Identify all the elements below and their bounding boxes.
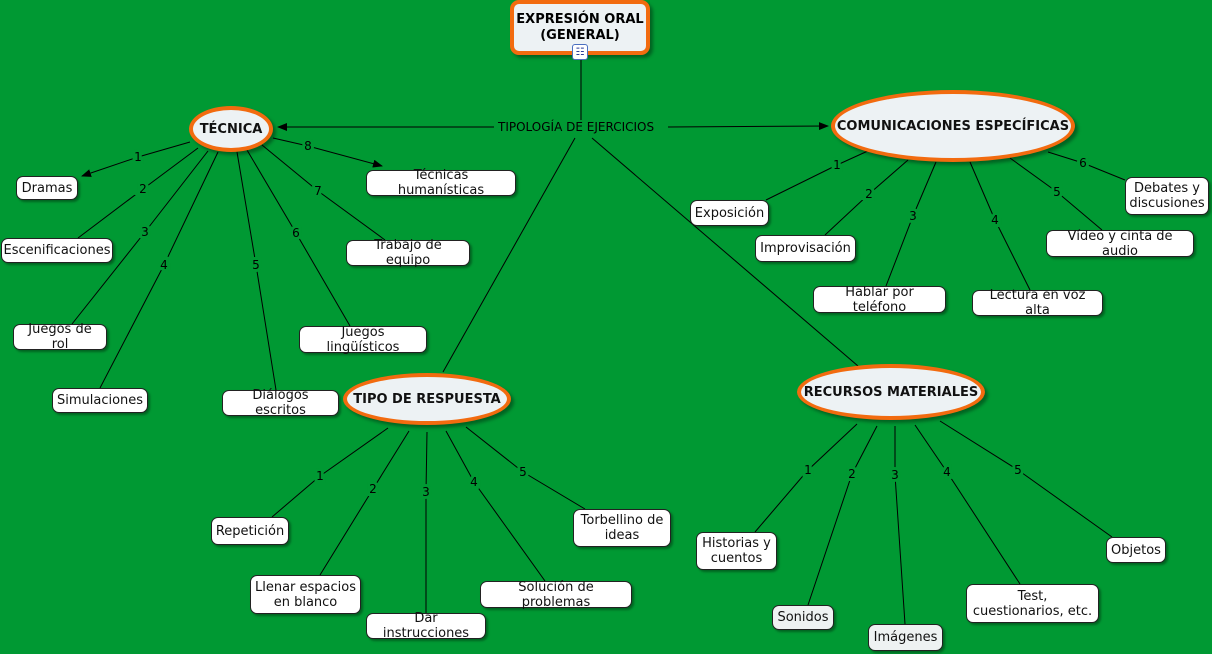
link-line-torbellino-de-ideas (465, 426, 586, 510)
link-number: 2 (848, 467, 856, 481)
link-line-dar-instrucciones (425, 431, 428, 613)
link-number: 3 (422, 485, 430, 499)
link-number: 3 (141, 225, 149, 239)
root-concept-expresion-oral[interactable]: EXPRESIÓN ORAL(GENERAL) (510, 0, 650, 55)
link-number: 6 (1079, 156, 1087, 170)
concept-vi-deo-y-cinta-de-audio[interactable]: Vídeo y cinta de audio (1046, 229, 1194, 259)
concept-repeticio-n[interactable]: Repetición (211, 517, 289, 545)
link-line-vi-deo-y-cinta-de-audio (1009, 157, 1103, 231)
concept-dramas[interactable]: Dramas (16, 176, 78, 200)
link-number: 5 (1053, 185, 1061, 199)
link-number: 3 (891, 468, 899, 482)
link-line-dramas (81, 141, 191, 177)
concept-hablar-por-tele-fono[interactable]: Hablar por teléfono (813, 285, 946, 315)
link-number: 2 (865, 187, 873, 201)
link-line-trabajo-de-equipo (261, 144, 386, 241)
link-line-debates-y-discusiones (1047, 151, 1126, 181)
concept-dar-instrucciones[interactable]: Dar instrucciones (366, 611, 486, 641)
concept-juegos-lingu-i-sticos[interactable]: Juegos lingüísticos (299, 325, 427, 355)
link-number: 8 (304, 139, 312, 153)
link-line-sonidos (807, 425, 878, 606)
arrow-to-comunicaciones (667, 122, 829, 131)
link-line-test-cuestionarios-etc (914, 424, 1021, 585)
concept-dia-logos-escritos[interactable]: Diálogos escritos (222, 388, 339, 418)
link-number: 3 (909, 209, 917, 223)
concept-te-cnicas-humani-sticas[interactable]: Técnicas humanísticas (366, 168, 516, 198)
link-line-escenificaciones (77, 147, 199, 239)
concept-simulaciones[interactable]: Simulaciones (52, 388, 148, 413)
link-line-historias-y-cuentos (754, 423, 858, 533)
link-label-tipologia: TIPOLOGÍA DE EJERCICIOS (496, 120, 657, 134)
concept-test-cuestionarios-etc[interactable]: Test, cuestionarios, etc. (966, 584, 1099, 623)
line-to-tipo (442, 137, 576, 373)
link-line-improvisacio-n (824, 159, 909, 236)
link-line-hablar-por-tele-fono (885, 161, 937, 287)
link-line-simulaciones (99, 151, 219, 389)
concept-ima-genes[interactable]: Imágenes (868, 624, 943, 651)
link-line-objetos (939, 420, 1113, 538)
concept-trabajo-de-equipo[interactable]: Trabajo de equipo (346, 238, 470, 268)
link-number: 1 (134, 150, 142, 164)
link-number: 7 (314, 184, 322, 198)
link-number: 6 (292, 226, 300, 240)
link-number: 2 (139, 182, 147, 196)
link-line-juegos-lingu-i-sticos (246, 149, 351, 327)
link-number: 5 (519, 465, 527, 479)
concept-escenificaciones[interactable]: Escenificaciones (1, 238, 113, 263)
link-line-dia-logos-escritos (236, 151, 277, 391)
concept-lectura-en-voz-alta[interactable]: Lectura en voz alta (972, 288, 1103, 318)
link-line-ima-genes (894, 426, 906, 625)
root-title-line1: EXPRESIÓN ORAL (516, 11, 644, 27)
concept-tipo-de-respuesta[interactable]: TIPO DE RESPUESTA (343, 373, 511, 425)
concept-historias-y-cuentos[interactable]: Historias y cuentos (696, 532, 777, 570)
link-line-llenar-espacios-en-blanco (319, 430, 410, 576)
link-number: 1 (316, 469, 324, 483)
concept-juegos-de-rol[interactable]: Juegos de rol (13, 322, 107, 352)
link-line-repeticio-n (271, 427, 389, 518)
concept-exposicio-n[interactable]: Exposición (690, 200, 769, 226)
root-title-line2: (GENERAL) (540, 27, 620, 43)
link-line-te-cnicas-humani-sticas (272, 137, 383, 168)
concept-tecnica[interactable]: TÉCNICA (189, 106, 273, 152)
concept-torbellino-de-ideas[interactable]: Torbellino de ideas (573, 509, 671, 547)
concept-improvisacio-n[interactable]: Improvisación (755, 235, 856, 262)
link-line-juegos-de-rol (71, 150, 209, 325)
concept-sonidos[interactable]: Sonidos (772, 605, 834, 630)
line-to-recursos (591, 137, 859, 367)
link-number: 1 (833, 158, 841, 172)
concept-objetos[interactable]: Objetos (1106, 537, 1166, 563)
concept-debates-y-discusiones[interactable]: Debates y discusiones (1125, 177, 1209, 215)
link-line-solucio-n-de-problemas (445, 430, 546, 582)
link-number: 4 (991, 213, 999, 227)
link-number: 4 (943, 465, 951, 479)
link-line-lectura-en-voz-alta (969, 161, 1031, 291)
link-number: 1 (804, 463, 812, 477)
link-number: 5 (252, 258, 260, 272)
concept-solucio-n-de-problemas[interactable]: Solución de problemas (480, 580, 632, 610)
concept-map-icon[interactable]: ☷ (572, 44, 588, 60)
concept-comunicaciones-especificas[interactable]: COMUNICACIONES ESPECÍFICAS (831, 90, 1075, 162)
concept-llenar-espacios-en-blanco[interactable]: Llenar espacios en blanco (250, 575, 361, 614)
link-number: 5 (1014, 463, 1022, 477)
link-line-exposicio-n (765, 149, 871, 201)
link-number: 4 (160, 258, 168, 272)
concept-recursos-materiales[interactable]: RECURSOS MATERIALES (797, 364, 985, 420)
link-number: 2 (369, 482, 377, 496)
link-number: 4 (470, 475, 478, 489)
